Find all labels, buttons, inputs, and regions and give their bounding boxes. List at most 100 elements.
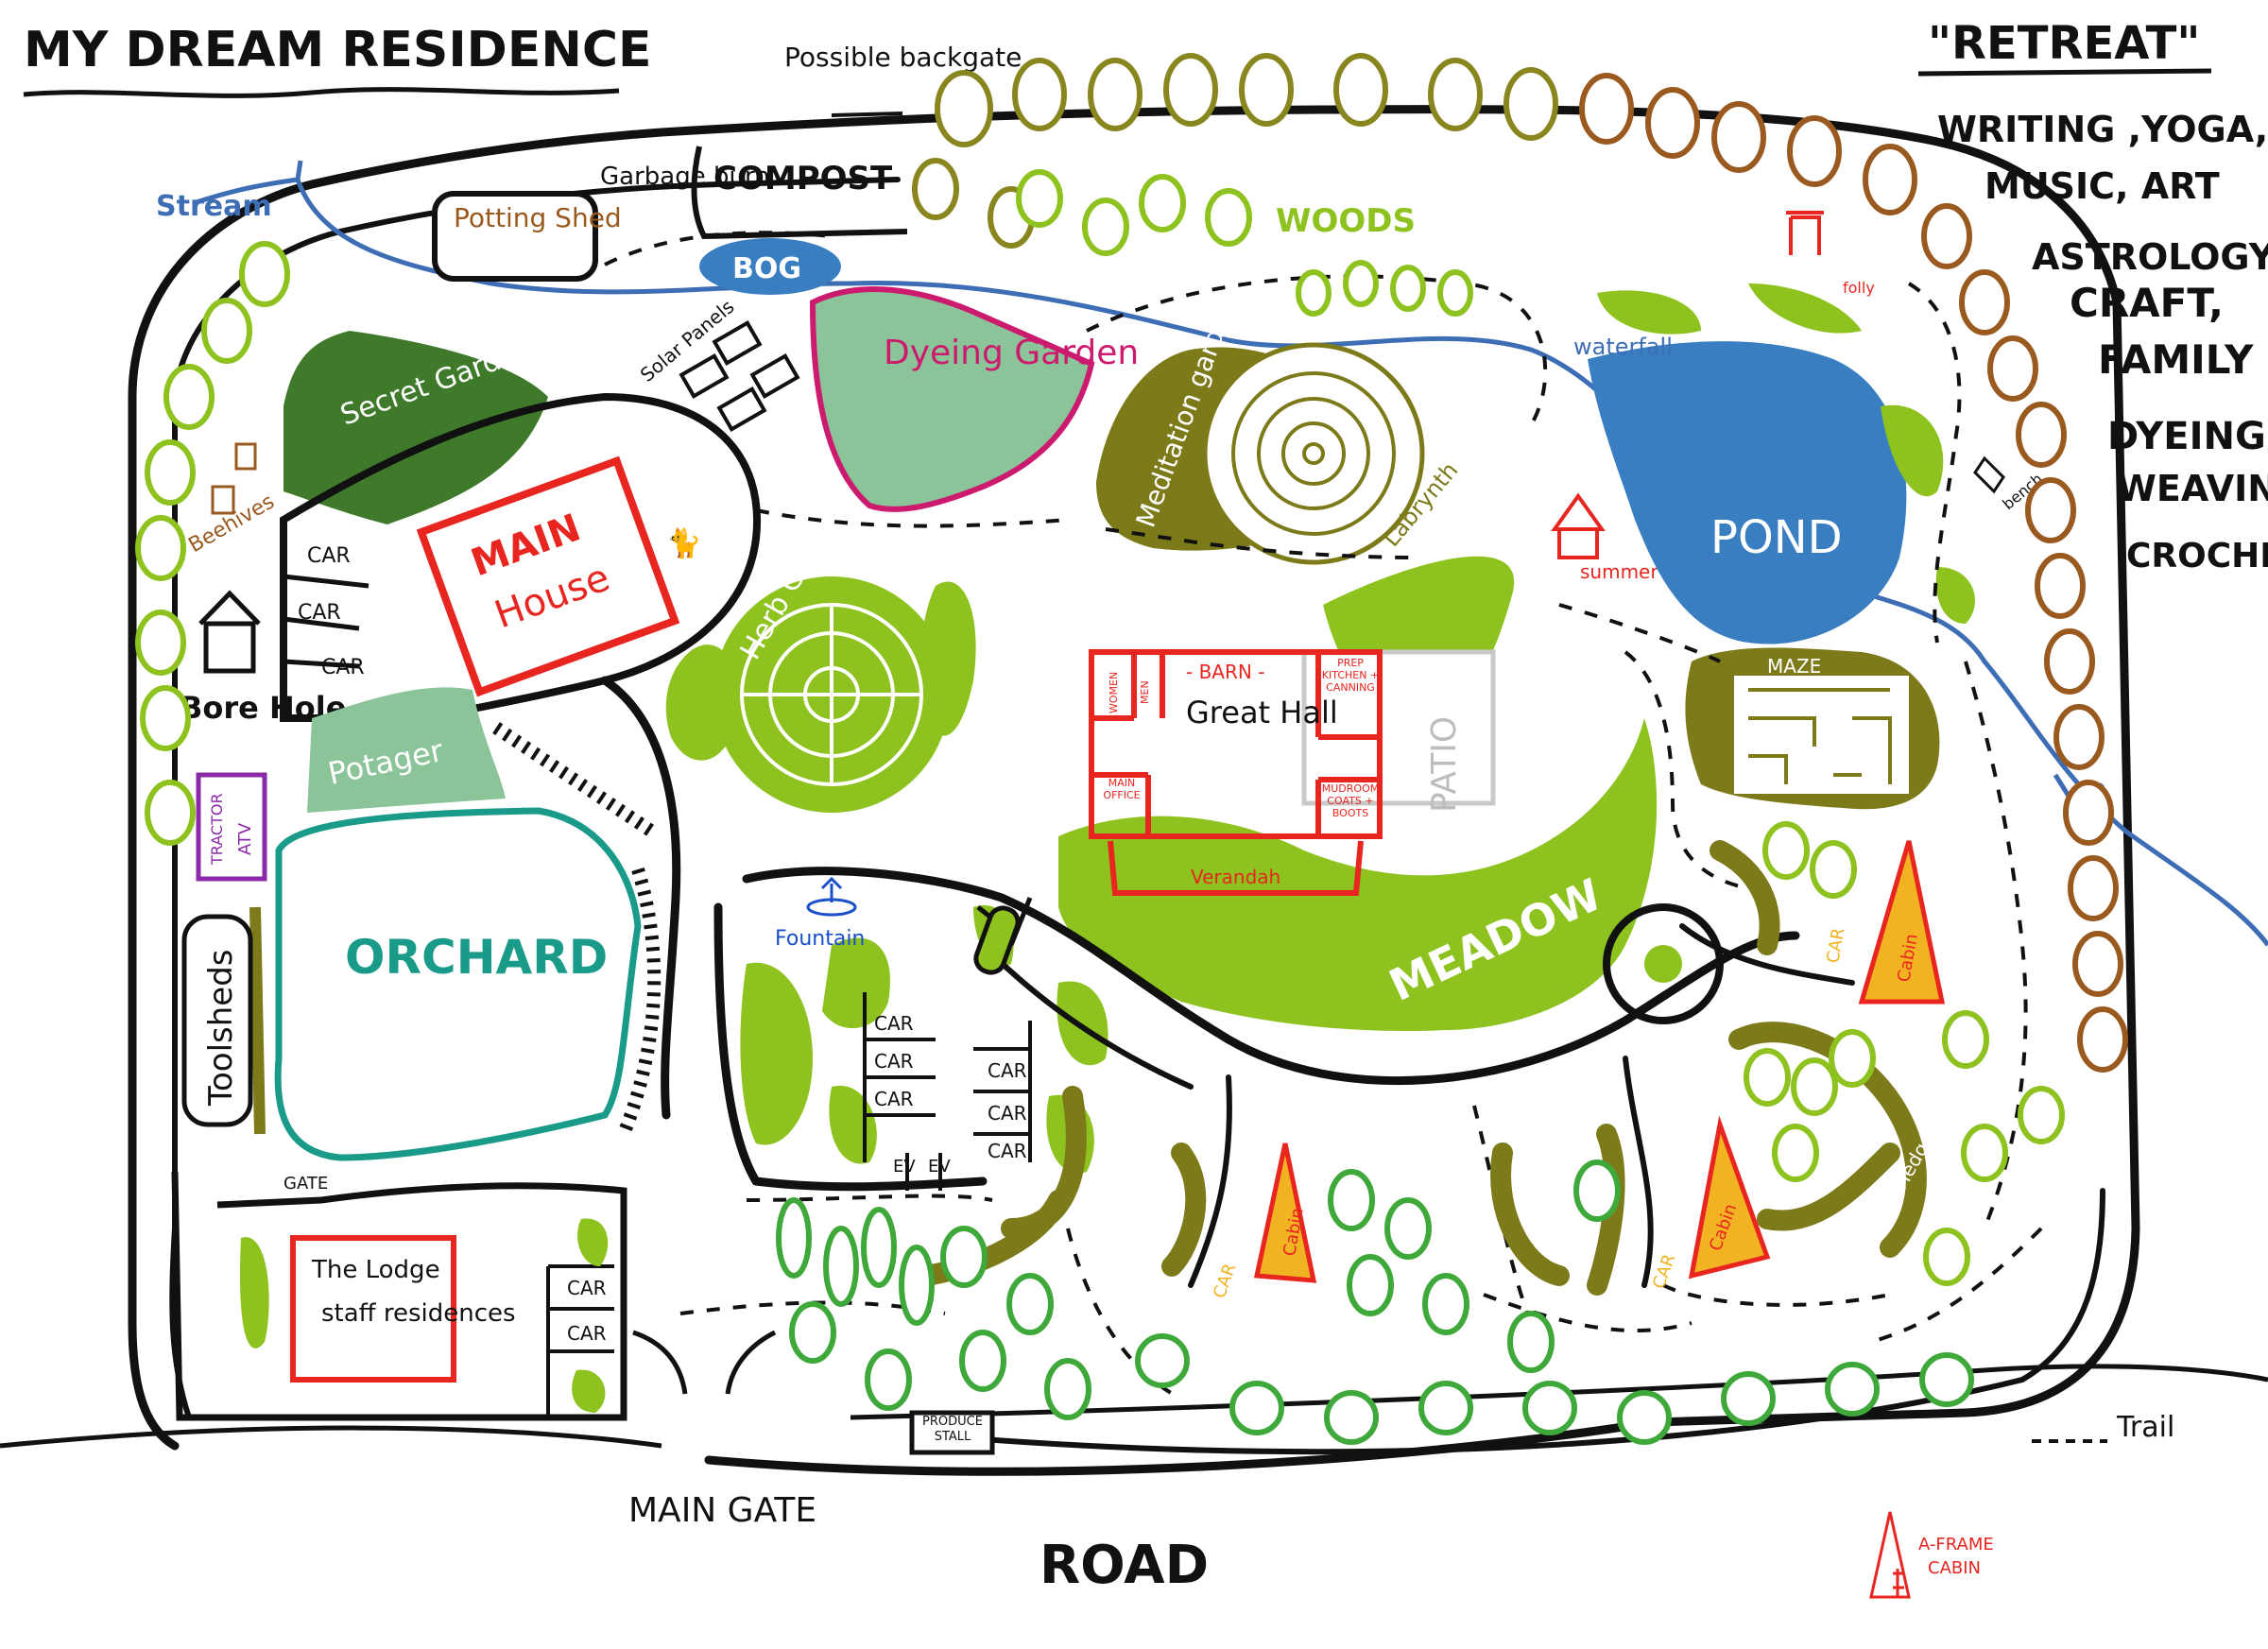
- lodge-area-boundary: [171, 1171, 627, 1421]
- dyeing-garden-label: Dyeing Garden: [884, 334, 1139, 372]
- hedges: [916, 840, 1927, 1296]
- road-label: ROAD: [1040, 1535, 1209, 1596]
- car-label: CAR: [874, 1012, 914, 1035]
- orchard: [274, 807, 642, 1161]
- car-label: CAR: [1823, 926, 1848, 964]
- legend-trail-label: Trail: [2116, 1411, 2174, 1444]
- traffic-island: [973, 905, 1021, 975]
- produce-stall-label: PRODUCE STALL: [922, 1415, 983, 1444]
- main-office: MAIN OFFICE: [1103, 777, 1141, 802]
- car-label: CAR: [874, 1050, 914, 1073]
- garbage-burn-label: Garbage burn: [600, 163, 770, 191]
- produce-stall-text: PRODUCE STALL: [922, 1415, 983, 1444]
- drive-west: [600, 676, 681, 1120]
- car-label: CAR: [567, 1277, 607, 1299]
- gate-label: GATE: [284, 1174, 328, 1194]
- pond: [1588, 341, 1907, 644]
- maze-inner: [1734, 676, 1909, 794]
- prep-kitchen: PREP KITCHEN + CANNING: [1321, 657, 1380, 695]
- tree-row-south: [776, 1159, 1974, 1445]
- legend-a-frame-label: A-FRAME: [1918, 1535, 1994, 1555]
- woods-label: WOODS: [1276, 202, 1416, 240]
- title-underline: [23, 87, 620, 98]
- barn-label: - BARN -: [1186, 661, 1264, 683]
- dyeing-garden: [809, 286, 1095, 512]
- potting-shed: [432, 191, 598, 282]
- compost-enclosure: [691, 146, 908, 240]
- retreat-line-1: WRITING ,YOGA,: [1937, 109, 2268, 150]
- bog: [699, 238, 841, 295]
- orchard-label: ORCHARD: [345, 930, 608, 985]
- cabin-spur-2: [1623, 1056, 1654, 1288]
- cabin-2: Cabin CAR: [1649, 1115, 1771, 1292]
- stream: [295, 179, 2268, 947]
- possible-backgate-label: Possible backgate: [784, 42, 1022, 73]
- orchard-hedge: [249, 906, 266, 1135]
- car-label: CAR: [298, 601, 341, 625]
- fence: [492, 722, 656, 837]
- compost-label: COMPOST: [713, 160, 893, 198]
- car-label: CAR: [988, 1140, 1027, 1162]
- stream-arrow: [193, 160, 303, 206]
- main-house-plot: [280, 392, 762, 722]
- map-title: MY DREAM RESIDENCE: [24, 22, 652, 78]
- staff-residences-label: staff residences: [321, 1299, 516, 1328]
- house-parking: CAR CAR CAR: [281, 520, 369, 718]
- mudroom: MUDROOM COATS + BOOTS: [1321, 782, 1380, 820]
- retreat-line-6: DYEING: [2107, 415, 2266, 458]
- verandah-label: Verandah: [1191, 866, 1280, 888]
- summer-house-icon: [1551, 492, 1606, 559]
- folly-label: folly: [1843, 279, 1875, 297]
- men-label: MEN: [1139, 680, 1151, 704]
- legend-cabin-label: CABIN: [1928, 1558, 1981, 1578]
- stream-label: Stream: [156, 190, 272, 223]
- women-label: WOMEN: [1108, 672, 1120, 713]
- prep-kitchen-label: PREP KITCHEN + CANNING: [1321, 657, 1380, 695]
- hedge-label: hedge: [1105, 1196, 1168, 1238]
- ev-label: EV: [928, 1157, 951, 1177]
- inner-boundary-right: [942, 1188, 2105, 1455]
- beehive-icon: [211, 442, 257, 515]
- cabin-spur-3: [1679, 923, 1855, 986]
- potting-shed-label: Potting Shed: [454, 202, 622, 233]
- lodge-parking: CAR CAR: [546, 1264, 614, 1417]
- labyrinth-pattern: [1231, 371, 1396, 536]
- tree-row-olive: [912, 53, 1558, 249]
- toolsheds: [181, 914, 253, 1127]
- fountain-icon: [806, 876, 857, 917]
- car-label: CAR: [874, 1088, 914, 1110]
- map-legend: Trail A-FRAME CABIN: [1869, 1411, 2174, 1599]
- car-label: CAR: [1649, 1251, 1680, 1291]
- bench-icon: [1973, 455, 2005, 494]
- grass-patches: [240, 581, 1108, 1413]
- solar-panel-array: [679, 320, 800, 432]
- retreat-line-7: WEAVING: [2117, 468, 2268, 509]
- turning-circle-island: [1644, 945, 1682, 983]
- beehives-label: Beehives: [185, 490, 279, 558]
- ev-label: EV: [893, 1157, 916, 1177]
- ground-line-right: [850, 1364, 2268, 1420]
- atv-label: ATV: [235, 822, 255, 855]
- patio: [1301, 649, 1496, 806]
- maze-label: MAZE: [1767, 655, 1821, 678]
- labyrinth: [1202, 342, 1425, 565]
- legend-a-frame-icon: [1869, 1511, 1911, 1599]
- main-gate-doors: [632, 1330, 777, 1395]
- mudroom-label: MUDROOM COATS + BOOTS: [1321, 782, 1380, 820]
- barn: [1089, 649, 1383, 896]
- the-lodge: [290, 1235, 456, 1383]
- bog-label: BOG: [732, 252, 801, 285]
- main-office-label: MAIN OFFICE: [1103, 777, 1141, 802]
- maze-pattern: [1748, 688, 1892, 784]
- car-label: CAR: [988, 1102, 1027, 1125]
- ground-line-left: [0, 1425, 662, 1449]
- toolsheds-label: Toolsheds: [202, 949, 240, 1107]
- car-label: CAR: [567, 1322, 607, 1345]
- retreat-line-3: ASTROLOGY,: [2032, 236, 2268, 278]
- pond-label: POND: [1710, 511, 1843, 564]
- retreat-line-4: CRAFT,: [2070, 280, 2224, 326]
- backgate-marker: [831, 112, 903, 117]
- potager: [307, 687, 506, 813]
- cabin-1: Cabin CAR: [1210, 1142, 1317, 1301]
